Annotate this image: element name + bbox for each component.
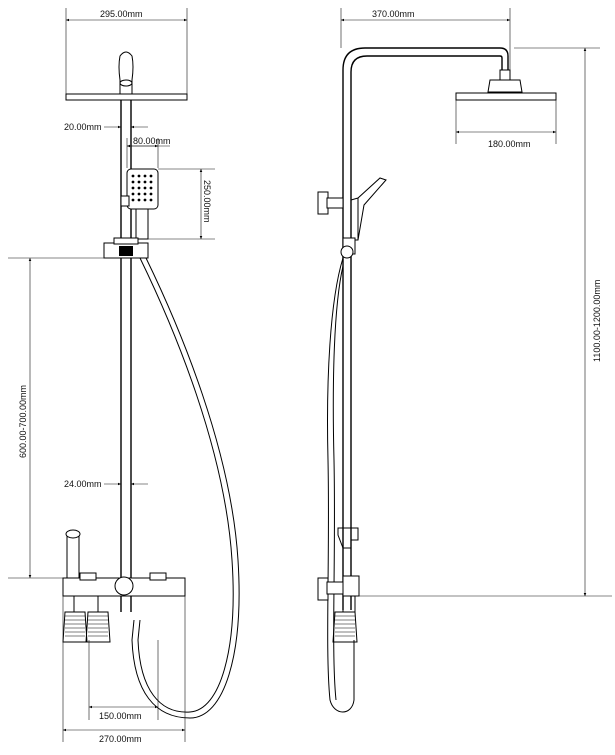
side-view: 370.00mm 180.00mm xyxy=(317,8,612,713)
side-hand-shower-icon xyxy=(340,177,387,259)
dim-head-width: 295.00mm xyxy=(65,8,188,96)
dim-label-rail-height: 600.00-700.00mm xyxy=(18,385,28,458)
mixer-valve-icon xyxy=(62,572,186,597)
dim-label-head-depth: 180.00mm xyxy=(488,139,531,149)
dim-pipe-diameter: 20.00mm xyxy=(64,122,148,132)
dim-handset-width: 80.00mm xyxy=(126,136,171,168)
dim-label-total-height: 1100.00-1200.00mm xyxy=(592,280,602,362)
dim-label-arm-reach: 370.00mm xyxy=(372,9,415,19)
side-riser xyxy=(342,47,509,610)
dim-total-height: 1100.00-1200.00mm xyxy=(355,47,612,597)
side-wall-bracket-top xyxy=(317,191,344,215)
dim-label-handset-height: 250.00mm xyxy=(202,180,212,223)
dim-arm-reach: 370.00mm xyxy=(340,8,511,72)
dim-label-pipe-diameter: 20.00mm xyxy=(64,122,102,132)
dim-outlet-spacing: 150.00mm xyxy=(88,640,159,721)
hand-shower-icon: 250.00mm xyxy=(120,168,215,240)
dim-label-rail-diameter: 24.00mm xyxy=(64,479,102,489)
shower-head-icon xyxy=(65,51,188,101)
dim-label-outlet-spacing: 150.00mm xyxy=(99,711,142,721)
side-shower-head-icon: 180.00mm xyxy=(455,69,557,149)
outlet-spout-icon xyxy=(65,529,81,579)
dim-label-mixer-width: 270.00mm xyxy=(99,734,142,744)
dim-rail-height: 600.00-700.00mm xyxy=(8,257,122,578)
shower-hose xyxy=(131,257,240,719)
dim-label-head-width: 295.00mm xyxy=(100,9,143,19)
side-hose xyxy=(327,257,355,713)
side-mixer-body xyxy=(317,527,360,643)
dim-label-handset-width: 80.00mm xyxy=(133,136,171,146)
slide-bracket xyxy=(103,237,149,259)
dim-rail-diameter: 24.00mm xyxy=(64,479,148,489)
dim-mixer-width: 270.00mm xyxy=(62,596,186,744)
front-view: 295.00mm 20.00mm 80.00mm xyxy=(8,8,240,744)
mixer-handles xyxy=(62,596,111,643)
